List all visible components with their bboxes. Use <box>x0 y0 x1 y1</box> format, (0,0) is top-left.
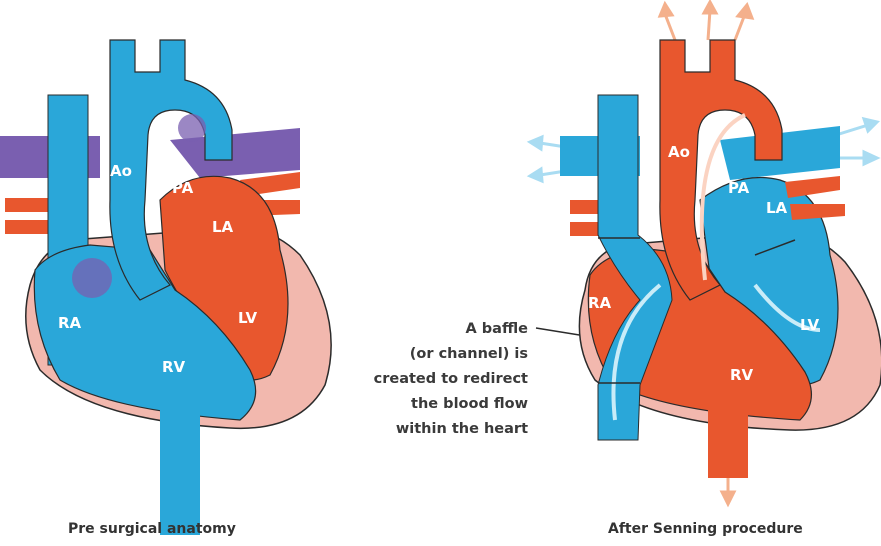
annotation-line-1: A baffle <box>466 321 529 337</box>
right-caption: After Senning procedure <box>608 521 803 537</box>
left-label-ao: Ao <box>110 162 132 180</box>
right-top-arrows <box>660 2 752 40</box>
left-label-lv: LV <box>238 309 257 327</box>
left-label-ra: RA <box>58 314 82 332</box>
left-label-pa: PA <box>172 179 194 197</box>
right-label-pa: PA <box>728 179 750 197</box>
left-label-rv: RV <box>162 358 186 376</box>
right-label-ao: Ao <box>668 143 690 161</box>
right-label-ra: RA <box>588 294 612 312</box>
annotation-line-4: the blood flow <box>411 396 528 412</box>
left-heart: Ao PA LA RA LV RV <box>0 40 331 535</box>
left-pulmonary-trunk <box>160 400 200 535</box>
right-bottom-arrow <box>722 478 734 504</box>
annotation-line-2: (or channel) is <box>410 346 528 362</box>
annotation-line-5: within the heart <box>396 421 528 437</box>
left-caption: Pre surgical anatomy <box>68 521 236 537</box>
left-ductus-spot <box>178 114 206 142</box>
right-label-lv: LV <box>800 316 819 334</box>
right-heart: Ao PA LA RA LV RV <box>530 2 881 504</box>
right-lower-trunk <box>708 400 748 478</box>
annotation-line-3: created to redirect <box>374 371 528 387</box>
left-mixing-spot <box>72 258 112 298</box>
left-label-la: LA <box>212 218 234 236</box>
baffle-annotation: A baffle (or channel) is created to redi… <box>374 321 598 437</box>
right-label-la: LA <box>766 199 788 217</box>
right-label-rv: RV <box>730 366 754 384</box>
